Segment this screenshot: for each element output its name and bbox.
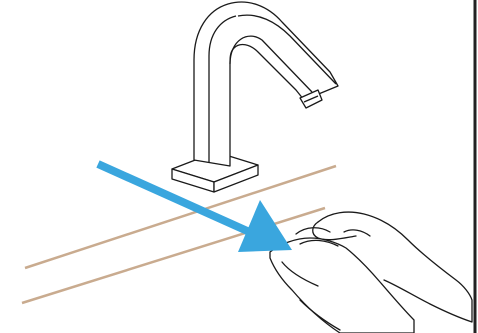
cupped-hands-icon: [270, 212, 472, 333]
sensor-faucet-icon: [172, 2, 338, 192]
